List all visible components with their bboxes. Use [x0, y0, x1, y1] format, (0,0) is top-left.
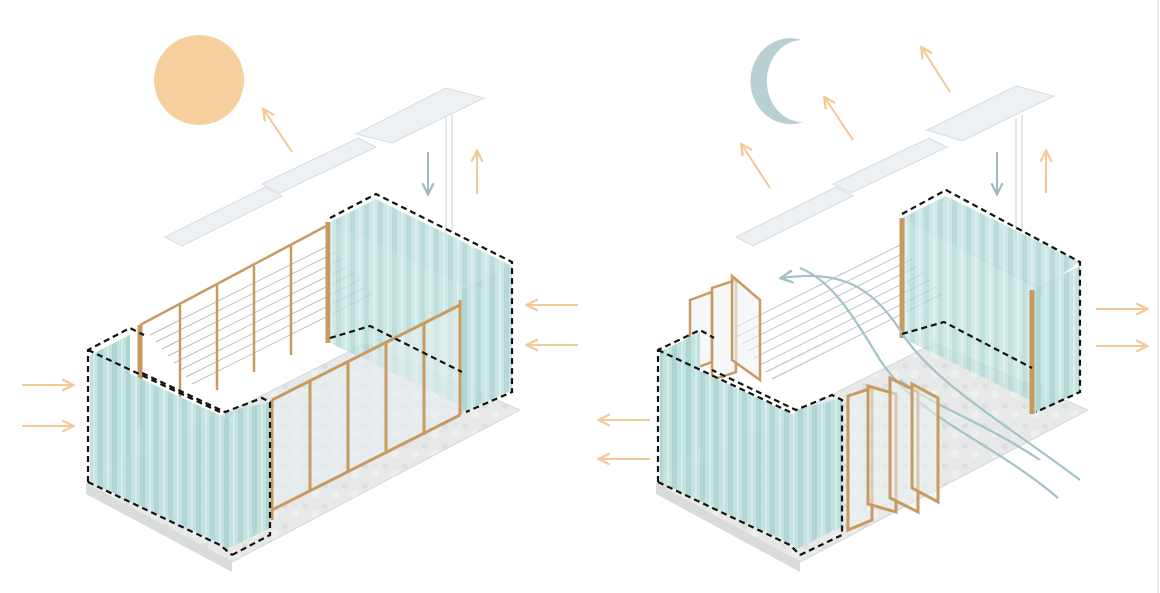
radiant-ceiling-coil — [149, 244, 373, 385]
night-heat-arrows — [600, 48, 1146, 459]
heat-out-arrow — [264, 110, 293, 153]
sun-icon — [154, 35, 244, 125]
airflow-arrow — [799, 266, 1059, 499]
insulation-outline — [656, 188, 1082, 556]
right-scene — [600, 38, 1146, 572]
heat-out-arrow — [825, 98, 854, 141]
folded-glazing-back — [688, 273, 762, 383]
heat-out-arrow — [922, 48, 951, 93]
left-scene — [22, 35, 578, 572]
insulation-outline — [86, 192, 514, 556]
moon-icon — [750, 38, 803, 125]
roof-panels — [734, 85, 1056, 247]
timber-posts — [899, 218, 1035, 414]
back-glass-wall — [330, 199, 512, 290]
day-heat-arrows — [22, 110, 578, 426]
back-glass-wall — [902, 196, 1080, 414]
left-glass-wall — [660, 332, 842, 550]
heat-out-arrow — [742, 145, 771, 189]
radiant-ceiling-coil — [729, 244, 943, 380]
folded-glazing-front — [846, 375, 940, 533]
front-glazing — [270, 300, 462, 520]
timber-frame-back-mullions — [139, 223, 329, 410]
left-glass-wall — [90, 335, 270, 550]
floor-edge — [656, 484, 800, 572]
floor-edge — [86, 484, 232, 572]
roof-panels — [163, 87, 486, 247]
